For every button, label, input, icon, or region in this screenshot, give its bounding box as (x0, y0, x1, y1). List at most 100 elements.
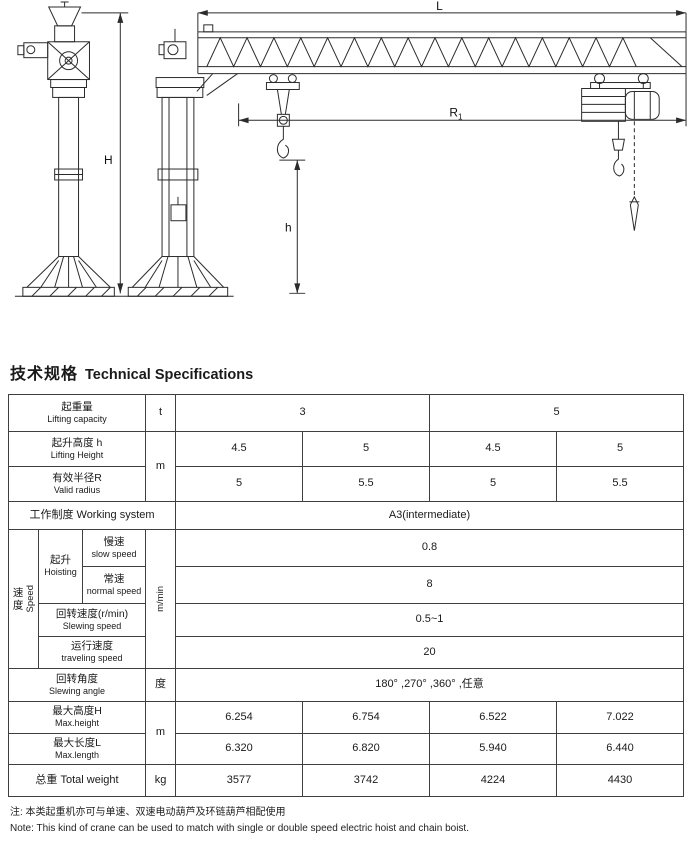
label-zh: 起升 (50, 554, 71, 567)
label-en: Max.length (54, 749, 100, 760)
value-weight-2: 3742 (302, 764, 430, 797)
dimension-lines (81, 12, 687, 294)
label-lifting-height: 起升高度 h Lifting Height (8, 431, 146, 467)
row-lifting-height: 起升高度 h Lifting Height m 4.5 5 4.5 5 (8, 431, 684, 502)
group-speed-zh: 速度 (11, 586, 24, 612)
value-radius-3: 5 (429, 466, 557, 502)
row-working-system: 工作制度 Working system A3(intermediate) (8, 501, 684, 530)
label-en: Slewing speed (62, 620, 122, 631)
unit-m2: m (145, 701, 176, 765)
label-slewing-speed: 回转速度(r/min) Slewing speed (38, 603, 146, 637)
value-maxheight-3: 6.522 (429, 701, 557, 734)
jib-truss-beam (196, 24, 687, 96)
label-max-length: 最大长度L Max.length (8, 733, 146, 765)
row-speed-normal: 常速 normal speed 8 (9, 566, 684, 604)
label-zh: 有效半径R (52, 471, 102, 484)
label-zh: 最大长度L (53, 736, 101, 749)
label-en: Slewing angle (48, 685, 106, 696)
value-slewing-speed: 0.5~1 (175, 603, 684, 637)
section-title-zh: 技术规格 (10, 366, 79, 383)
value-maxheight-1: 6.254 (175, 701, 303, 734)
label-en: slow speed (91, 548, 137, 559)
unit-lifting-capacity: t (145, 394, 176, 432)
label-zh: 起重量 (61, 400, 93, 413)
label-zh: 运行速度 (71, 640, 113, 653)
row-speed-slow: 速度 Speed 起升 Hoisting 慢速 slow speed m/min… (8, 529, 684, 669)
dimension-arrowheads (117, 9, 687, 294)
label-en: Valid radius (53, 484, 101, 495)
label-en: Lifting Height (50, 449, 104, 460)
value-slow-speed: 0.8 (175, 529, 684, 567)
label-total-weight: 总重 Total weight (8, 764, 146, 797)
value-traveling-speed: 20 (175, 636, 684, 669)
unit-speed: m/min (145, 529, 176, 669)
value-maxlength-3: 5.940 (429, 733, 557, 765)
unit-slewing-angle: 度 (145, 668, 176, 702)
section-title-en: Technical Specifications (85, 367, 254, 383)
value-working-system: A3(intermediate) (175, 501, 684, 530)
label-slewing-angle: 回转角度 Slewing angle (8, 668, 146, 702)
row-lifting-capacity: 起重量 Lifting capacity t 3 5 (8, 394, 684, 432)
dim-label-L: L (436, 0, 443, 13)
row-valid-radius: 有效半径R Valid radius 5 5.5 5 5.5 (8, 466, 684, 502)
spec-table: 起重量 Lifting capacity t 3 5 起升高度 h Liftin… (8, 394, 684, 797)
label-slow-speed: 慢速 slow speed (82, 529, 146, 567)
value-maxheight-4: 7.022 (556, 701, 684, 734)
value-maxlength-1: 6.320 (175, 733, 303, 765)
value-height-4: 5 (556, 431, 684, 467)
unit-total-weight: kg (145, 764, 176, 797)
lowered-hook-icon (629, 195, 639, 231)
label-working-system: 工作制度 Working system (8, 501, 176, 530)
dim-label-R: R1 (449, 105, 463, 121)
label-zh: 回转角度 (56, 672, 98, 685)
value-weight-4: 4430 (556, 764, 684, 797)
crane-drawing: L H h R1 (0, 0, 691, 348)
hook-icon (276, 126, 289, 159)
dim-label-h: h (285, 221, 292, 235)
label-zh: 回转速度(r/min) (55, 607, 129, 620)
label-zh: 起升高度 h (51, 436, 103, 449)
label-traveling-speed: 运行速度 traveling speed (38, 636, 146, 669)
value-height-1: 4.5 (175, 431, 303, 467)
value-radius-2: 5.5 (302, 466, 430, 502)
hook-icon (613, 150, 625, 177)
value-weight-1: 3577 (175, 764, 303, 797)
label-zh: 常速 (103, 572, 125, 585)
section-title: 技术规格 Technical Specifications (0, 348, 691, 388)
row-speed-slewing: 回转速度(r/min) Slewing speed 0.5~1 (9, 603, 684, 637)
label-en: Max.height (54, 718, 100, 729)
value-radius-1: 5 (175, 466, 303, 502)
value-height-2: 5 (302, 431, 430, 467)
crane-side-view (122, 28, 234, 297)
row-slewing-angle: 回转角度 Slewing angle 度 180° ,270° ,360° ,任… (8, 668, 684, 702)
note-en: Note: This kind of crane can be used to … (10, 823, 469, 834)
label-max-height: 最大高度H Max.height (8, 701, 146, 734)
row-max-height: 最大高度H Max.height m 6.254 6.754 6.522 7.0… (8, 701, 684, 765)
row-total-weight: 总重 Total weight kg 3577 3742 4224 4430 (8, 764, 684, 797)
value-weight-3: 4224 (429, 764, 557, 797)
inner-hook-trolley (265, 74, 300, 159)
note-zh: 注: 本类起重机亦可与单速、双速电动葫芦及环链葫芦相配使用 (10, 807, 286, 818)
row-max-length: 最大长度L Max.length 6.320 6.820 5.940 6.440 (8, 733, 684, 765)
unit-m: m (145, 431, 176, 502)
label-zh: 最大高度H (52, 705, 102, 718)
value-radius-4: 5.5 (556, 466, 684, 502)
row-speed-traveling: 运行速度 traveling speed 20 (9, 636, 684, 669)
label-en: Lifting capacity (47, 413, 107, 424)
value-height-3: 4.5 (429, 431, 557, 467)
group-speed-en: Speed (24, 585, 36, 613)
notes: 注: 本类起重机亦可与单速、双速电动葫芦及环链葫芦相配使用 Note: This… (10, 805, 691, 837)
dim-label-H: H (104, 153, 113, 167)
electric-hoist (581, 73, 660, 231)
value-capacity-a: 3 (175, 394, 430, 432)
label-zh: 慢速 (103, 535, 125, 548)
label-en: traveling speed (61, 653, 123, 664)
value-maxheight-2: 6.754 (302, 701, 430, 734)
group-speed: 速度 Speed (8, 529, 39, 669)
label-en: normal speed (86, 585, 142, 596)
label-lifting-capacity: 起重量 Lifting capacity (8, 394, 146, 432)
label-hoisting: 起升 Hoisting (38, 529, 83, 604)
label-valid-radius: 有效半径R Valid radius (8, 466, 146, 502)
label-en: Hoisting (44, 567, 77, 578)
